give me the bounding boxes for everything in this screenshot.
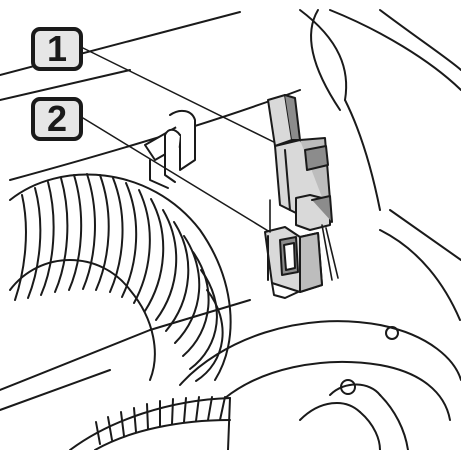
callout-2: 2 <box>31 97 83 141</box>
connector-block-icon <box>264 226 323 299</box>
body-panel-outline <box>0 9 461 411</box>
lower-hose <box>69 396 231 450</box>
clip-icon <box>144 109 196 189</box>
corrugated-hose-icon <box>9 173 232 382</box>
blower-housing <box>179 320 461 450</box>
callout-1: 1 <box>31 27 83 71</box>
wiring <box>269 199 339 281</box>
fuse-holder-icon <box>267 94 333 231</box>
leader-lines <box>82 47 291 241</box>
